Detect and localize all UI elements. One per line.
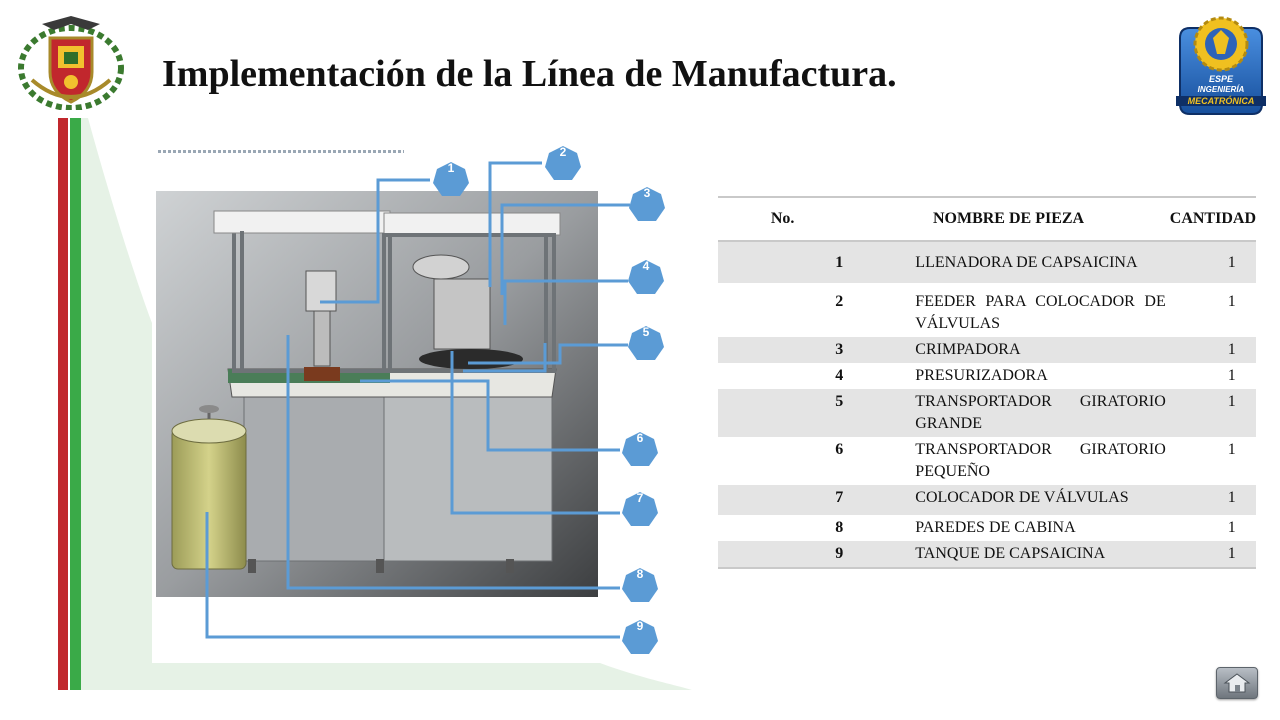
table-row: 2 FEEDER PARA COLOCADOR DE VÁLVULAS 1	[718, 283, 1256, 337]
cell-no: 4	[718, 363, 848, 389]
callout-marker-6: 6	[621, 431, 659, 469]
cell-quantity: 1	[1169, 485, 1256, 515]
callout-label-8: 8	[636, 567, 644, 581]
cell-no: 8	[718, 515, 848, 541]
callout-marker-1: 1	[432, 161, 470, 199]
header-quantity: CANTIDAD	[1169, 196, 1256, 242]
cell-quantity: 1	[1169, 363, 1256, 389]
table-row: 4 PRESURIZADORA 1	[718, 363, 1256, 389]
cell-part-name: COLOCADOR DE VÁLVULAS	[847, 485, 1170, 515]
callout-label-3: 3	[643, 186, 651, 200]
table-row: 1 LLENADORA DE CAPSAICINA 1	[718, 241, 1256, 283]
cell-no: 5	[718, 389, 848, 437]
callout-label-9: 9	[636, 619, 644, 633]
slide-title: Implementación de la Línea de Manufactur…	[162, 53, 897, 95]
badge-line-2: INGENIERÍA	[1197, 85, 1245, 94]
table-row: 7 COLOCADOR DE VÁLVULAS 1	[718, 485, 1256, 515]
callout-marker-7: 7	[621, 491, 659, 529]
callout-marker-3: 3	[628, 186, 666, 224]
cell-no: 6	[718, 437, 848, 485]
cell-part-name: CRIMPADORA	[847, 337, 1170, 363]
flag-band-green	[70, 118, 81, 690]
table-row: 9 TANQUE DE CAPSAICINA 1	[718, 541, 1256, 569]
callout-marker-5: 5	[627, 325, 665, 363]
header-part-name: NOMBRE DE PIEZA	[847, 196, 1170, 242]
coat-of-arms-logo	[18, 16, 124, 110]
callout-label-7: 7	[636, 491, 644, 505]
cell-part-name: TANQUE DE CAPSAICINA	[847, 541, 1170, 569]
flag-band-white	[68, 118, 70, 690]
table-row: 3 CRIMPADORA 1	[718, 337, 1256, 363]
cell-no: 2	[718, 283, 848, 337]
cell-quantity: 1	[1169, 515, 1256, 541]
cell-part-name: TRANSPORTADOR GIRATORIO GRANDE	[847, 389, 1170, 437]
cell-part-name: PRESURIZADORA	[847, 363, 1170, 389]
callout-label-4: 4	[642, 259, 650, 273]
cell-part-name: TRANSPORTADOR GIRATORIO PEQUEÑO	[847, 437, 1170, 485]
background-panel	[80, 118, 692, 690]
callout-label-5: 5	[642, 325, 650, 339]
home-button[interactable]	[1216, 667, 1258, 699]
callout-layer	[205, 161, 630, 639]
cell-quantity: 1	[1169, 389, 1256, 437]
cell-quantity: 1	[1169, 541, 1256, 569]
table-row: 6 TRANSPORTADOR GIRATORIO PEQUEÑO 1	[718, 437, 1256, 485]
cell-part-name: FEEDER PARA COLOCADOR DE VÁLVULAS	[847, 283, 1170, 337]
espe-mecatronica-logo: ESPE INGENIERÍA MECATRÓNICA	[1172, 8, 1270, 116]
parts-table: No. NOMBRE DE PIEZA CANTIDAD 1 LLENADORA…	[718, 196, 1256, 569]
callout-label-1: 1	[447, 161, 455, 175]
cell-no: 7	[718, 485, 848, 515]
cell-part-name: PAREDES DE CABINA	[847, 515, 1170, 541]
callout-marker-4: 4	[627, 259, 665, 297]
cell-no: 1	[718, 241, 848, 283]
callout-marker-8: 8	[621, 567, 659, 605]
figure-caption-faded	[158, 150, 404, 153]
cell-no: 3	[718, 337, 848, 363]
cell-quantity: 1	[1169, 241, 1256, 283]
callout-marker-9: 9	[621, 619, 659, 657]
home-icon	[1223, 673, 1251, 693]
cell-part-name: LLENADORA DE CAPSAICINA	[847, 241, 1170, 283]
callout-marker-2: 2	[544, 145, 582, 183]
table-header-row: No. NOMBRE DE PIEZA CANTIDAD	[718, 196, 1256, 242]
callout-label-6: 6	[636, 431, 644, 445]
callout-label-2: 2	[559, 145, 567, 159]
table-row: 8 PAREDES DE CABINA 1	[718, 515, 1256, 541]
cell-quantity: 1	[1169, 337, 1256, 363]
table-row: 5 TRANSPORTADOR GIRATORIO GRANDE 1	[718, 389, 1256, 437]
cell-quantity: 1	[1169, 437, 1256, 485]
badge-line-3: MECATRÓNICA	[1176, 96, 1266, 106]
flag-band-red	[58, 118, 68, 690]
cell-no: 9	[718, 541, 848, 569]
cell-quantity: 1	[1169, 283, 1256, 337]
header-no: No.	[718, 196, 848, 242]
badge-line-1: ESPE	[1208, 74, 1233, 84]
